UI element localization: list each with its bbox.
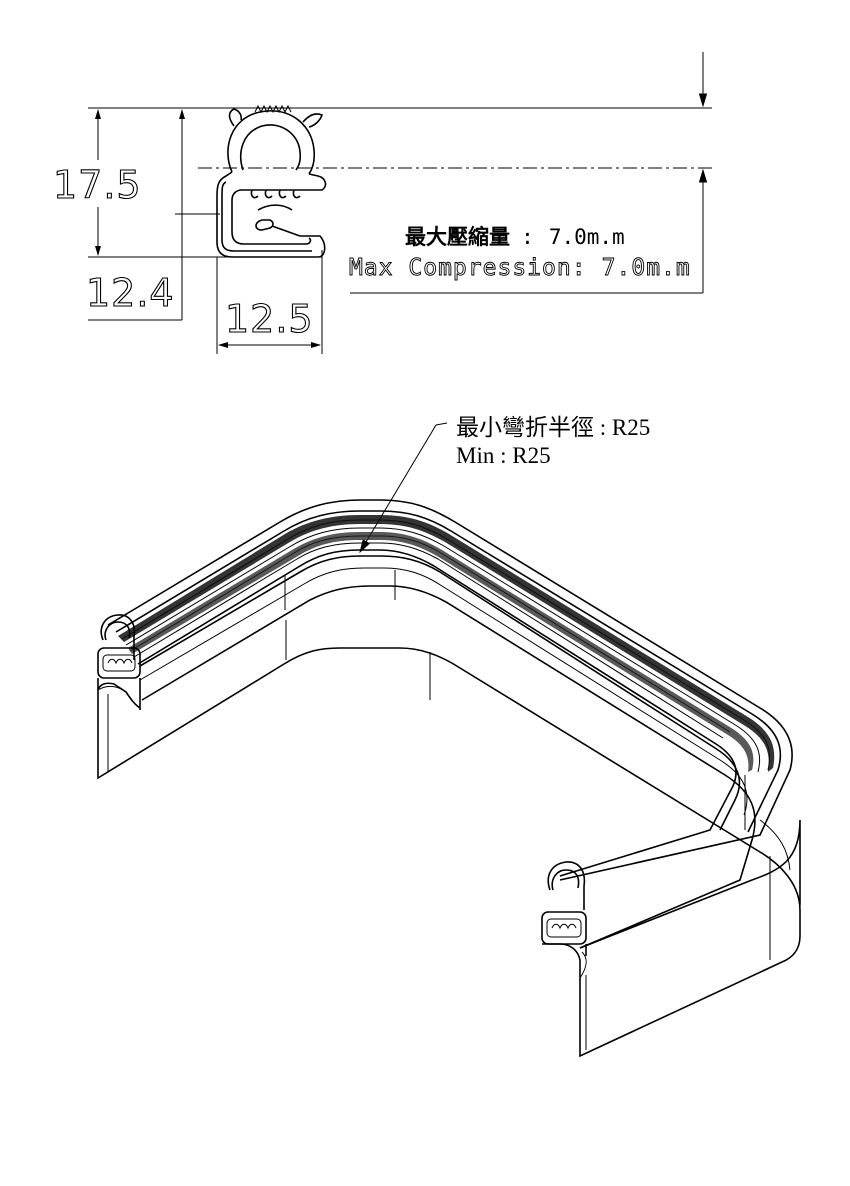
dimension-height-total: 17.5	[53, 163, 142, 207]
compression-cn-row: 最大壓縮量 : 7.0m.m	[405, 224, 625, 249]
compression-en-row: Max Compression: 7.0m.m	[349, 255, 691, 281]
compression-value-cn: 7.0m.m	[549, 225, 625, 249]
dimension-height-clip: 12.4	[86, 271, 175, 315]
compression-value-en: 7.0m.m	[602, 255, 691, 281]
compression-label-cn: 最大壓縮量	[405, 224, 510, 249]
profile-section	[88, 52, 712, 354]
bend-radius-label-cn: 最小彎折半徑 : R25	[456, 415, 650, 440]
bent-seal-isometric	[97, 499, 801, 1058]
leader-line	[435, 422, 448, 426]
compression-label-en: Max Compression:	[349, 255, 587, 281]
bend-radius-label-en: Min : R25	[456, 443, 551, 468]
leader-arrow	[359, 424, 437, 554]
dimension-width: 12.5	[225, 297, 314, 341]
